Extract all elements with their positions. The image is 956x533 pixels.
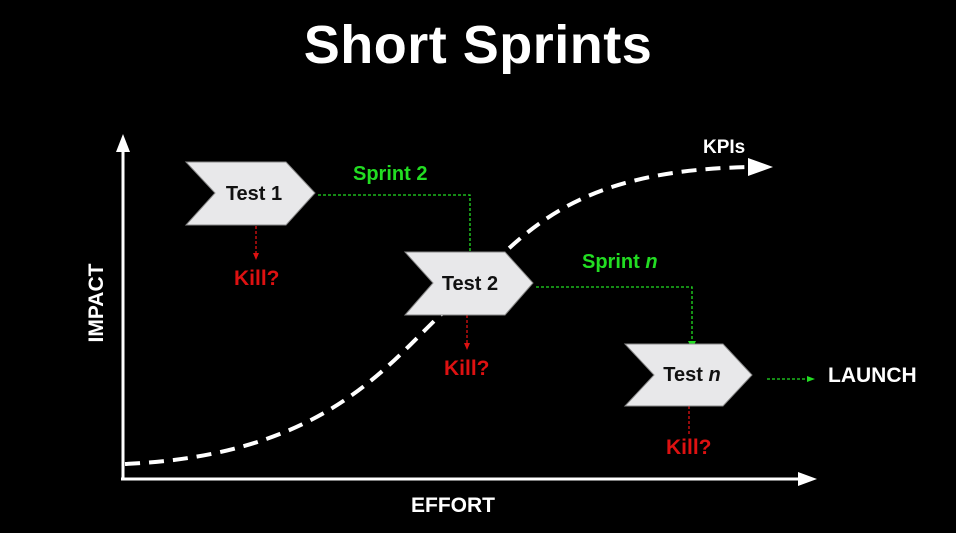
kpi-curve-label: KPIs (703, 137, 745, 158)
launch-arrowhead (807, 376, 815, 382)
kpi-curve-arrowhead (748, 158, 773, 176)
x-axis-arrowhead (798, 472, 817, 486)
kill-label-3: Kill? (666, 436, 712, 459)
test-n-label: Test n (663, 364, 720, 386)
y-axis-label: IMPACT (85, 263, 108, 342)
kill-arrowhead-2 (464, 343, 470, 350)
y-axis-arrowhead (116, 134, 130, 152)
slide-title: Short Sprints (303, 15, 653, 75)
sprint-n-connector (536, 286, 693, 342)
test-1-chevron (184, 161, 316, 226)
sprint-2-label: Sprint 2 (353, 163, 427, 185)
launch-label: LAUNCH (828, 364, 917, 387)
test-2-label: Test 2 (442, 273, 498, 295)
test-1-label: Test 1 (226, 183, 282, 205)
kill-label-1: Kill? (234, 267, 280, 290)
test-2-chevron (403, 251, 534, 316)
kill-arrowhead-1 (253, 253, 259, 260)
sprint-2-connector (318, 194, 471, 254)
test-n-chevron (623, 343, 753, 407)
sprint-n-label: Sprint n (582, 251, 658, 273)
x-axis-label: EFFORT (411, 494, 495, 517)
kill-label-2: Kill? (444, 357, 490, 380)
